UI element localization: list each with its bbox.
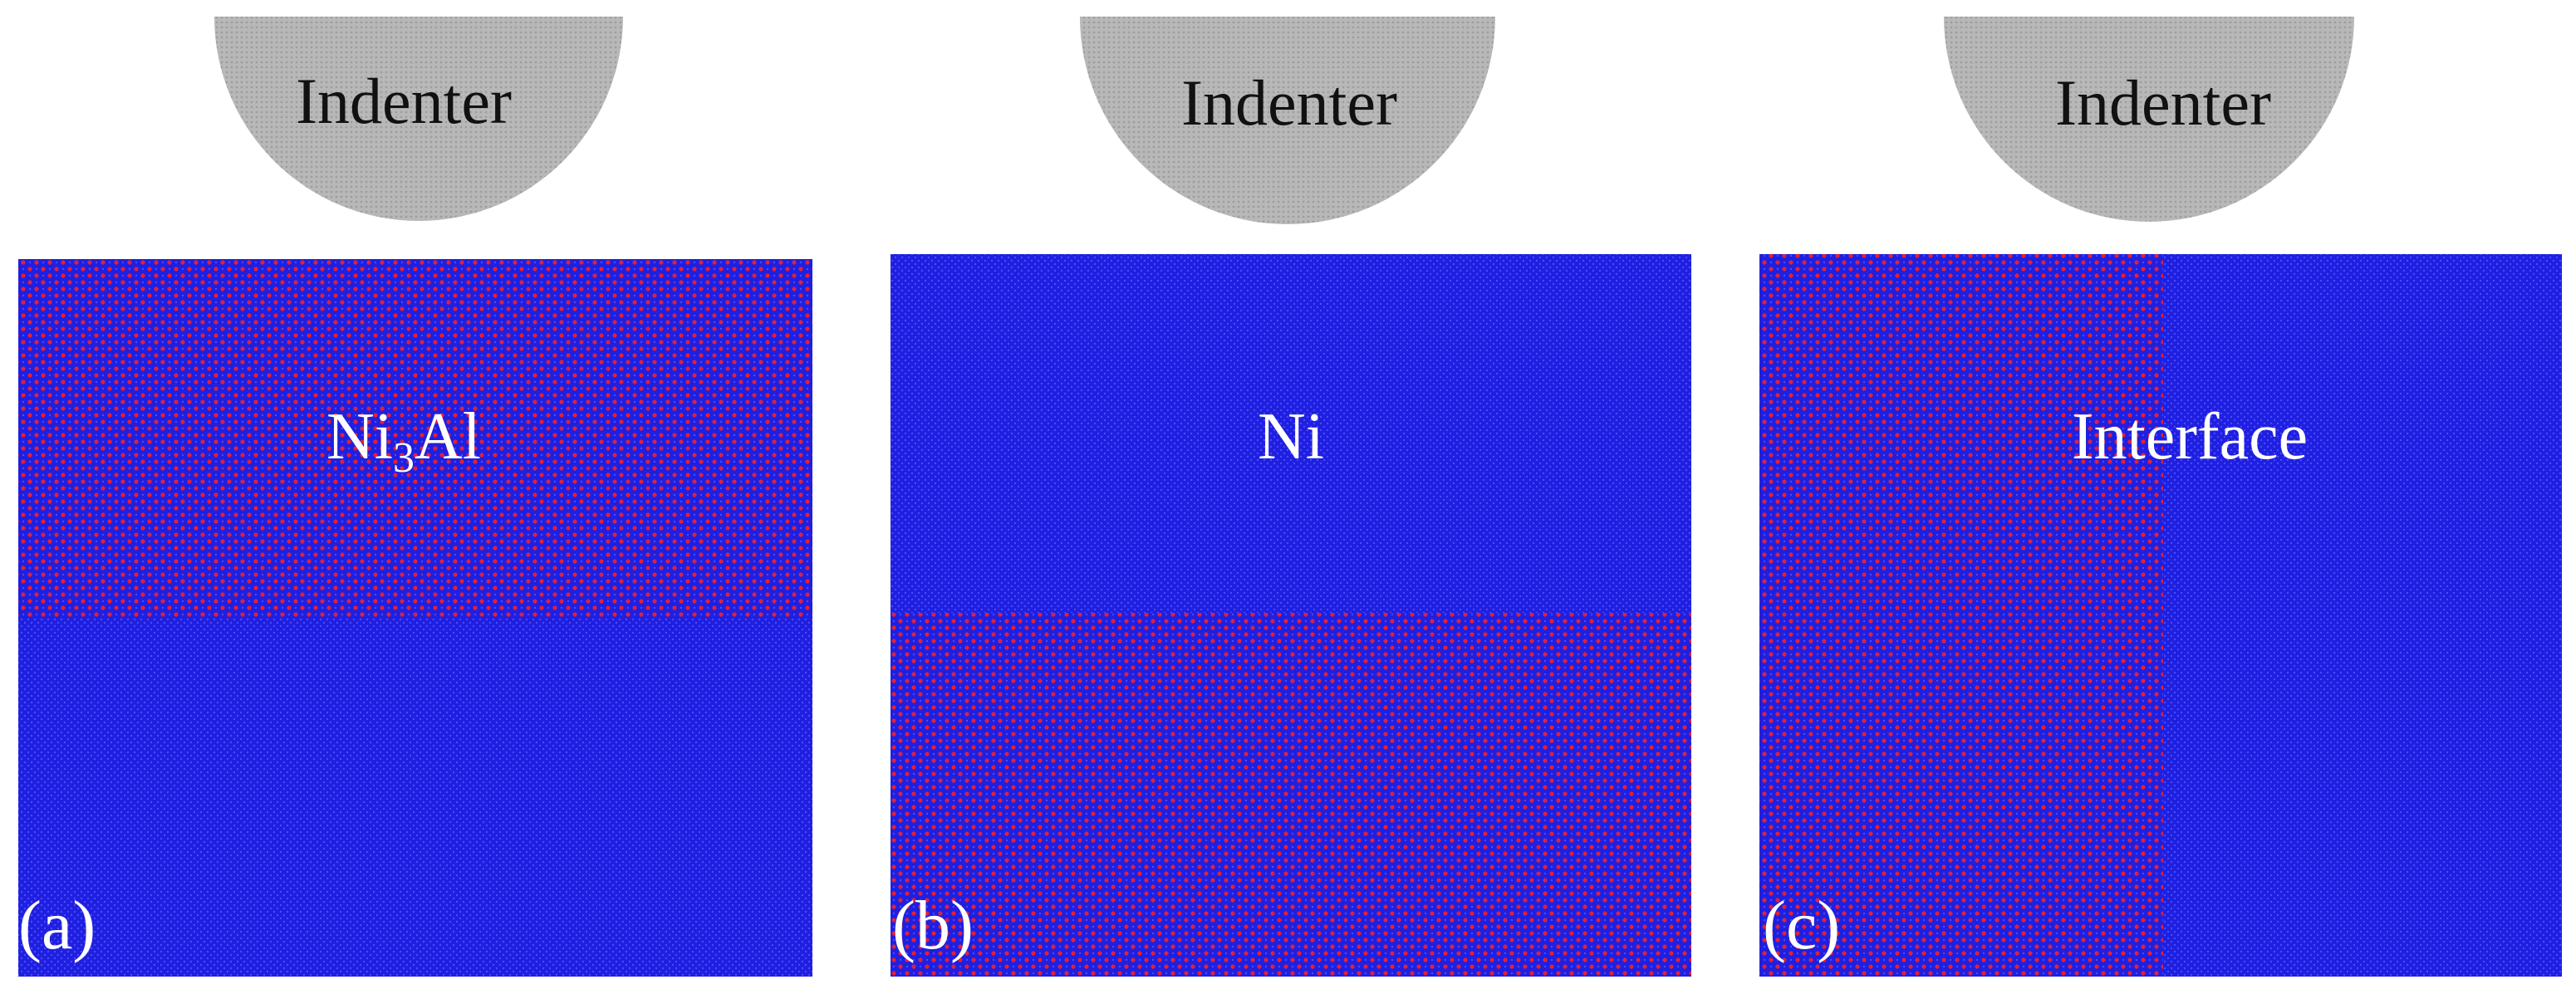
ni3al-region-b — [891, 613, 1691, 977]
indenter-label-c: Indenter — [2055, 66, 2271, 139]
panel-a: Indenter Ni3Al (a) — [18, 17, 812, 977]
substrate-a — [18, 259, 812, 977]
panel-tag-c: (c) — [1763, 887, 1840, 964]
substrate-c — [1759, 254, 2562, 977]
material-label-a-sub: 3 — [393, 434, 415, 482]
material-label-a-tail: Al — [415, 400, 481, 473]
panel-tag-a: (a) — [18, 887, 96, 964]
indenter-label-a: Indenter — [296, 65, 512, 137]
substrate-b — [891, 254, 1691, 977]
ni3al-region-a — [18, 259, 812, 618]
panel-c: Indenter Interface (c) — [1759, 17, 2562, 977]
ni-region-c — [2163, 254, 2562, 977]
material-label-b-main: Ni — [1258, 400, 1324, 473]
ni-region-a — [18, 618, 812, 977]
ni-region-b — [891, 254, 1691, 613]
ni3al-region-c — [1759, 254, 2163, 977]
indenter-b — [1080, 17, 1495, 224]
material-label-a: Ni3Al — [326, 400, 481, 482]
indenter-label-b: Indenter — [1181, 66, 1397, 139]
panel-tag-b: (b) — [892, 887, 974, 964]
indenter-a — [214, 17, 623, 221]
material-label-c: Interface — [2072, 400, 2308, 473]
material-label-b: Ni — [1258, 400, 1324, 473]
material-label-a-main: Ni — [326, 400, 393, 473]
material-label-c-main: Interface — [2072, 400, 2308, 473]
indenter-c — [1944, 17, 2354, 222]
panel-b: Indenter Ni (b) — [891, 17, 1691, 977]
